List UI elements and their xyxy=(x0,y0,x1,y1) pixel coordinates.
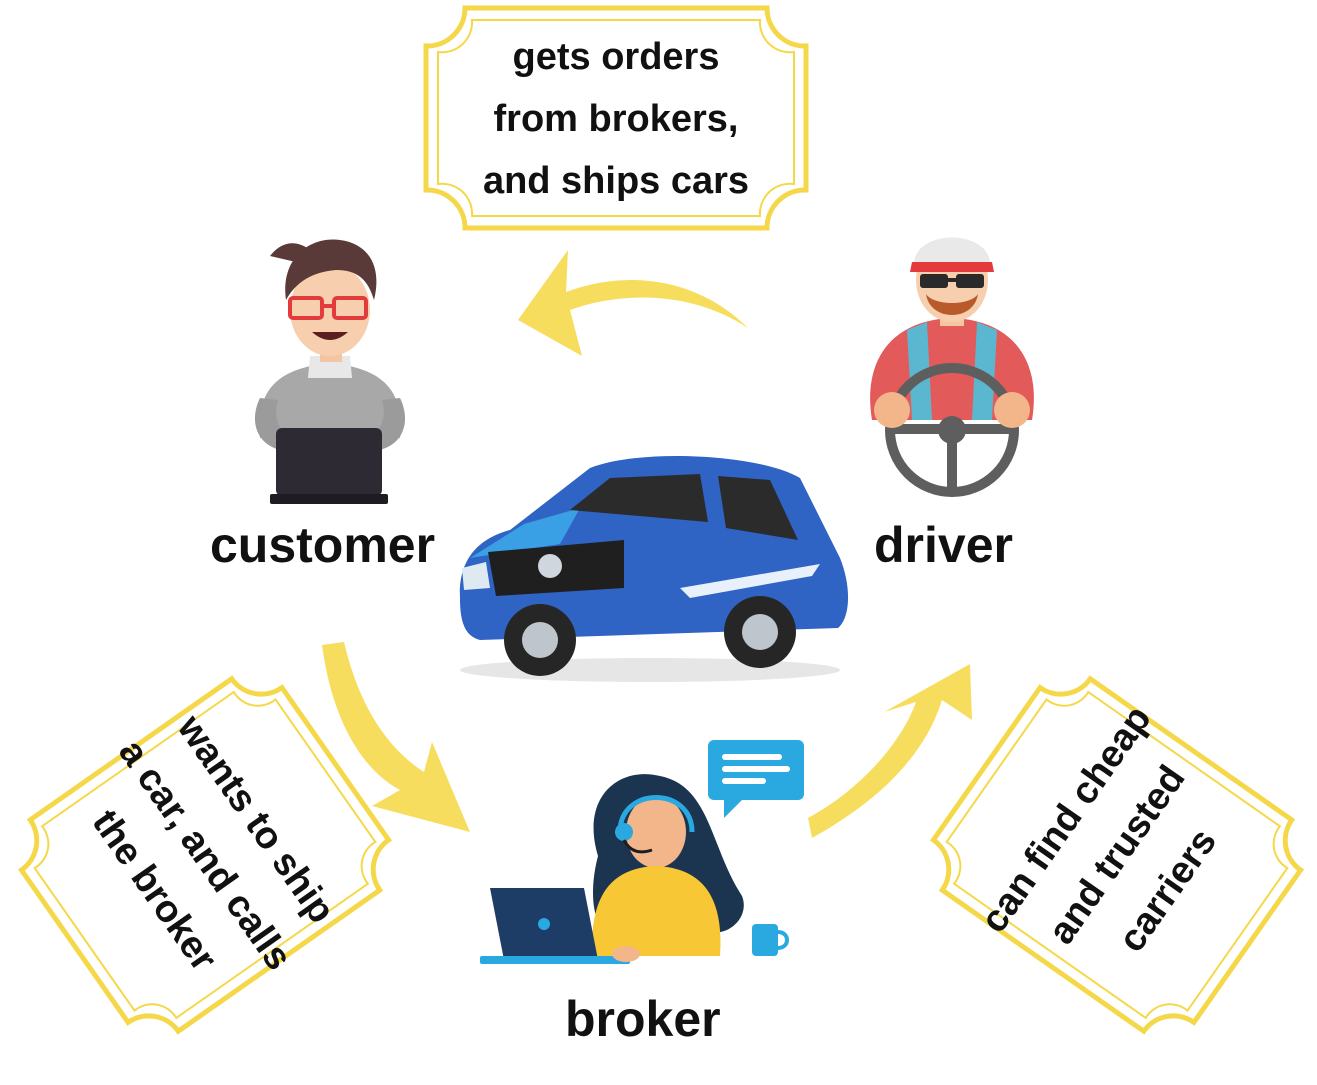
customer-icon xyxy=(254,239,406,504)
broker-icon xyxy=(480,740,804,964)
broker-label: broker xyxy=(565,991,721,1047)
broker-note-ticket: can find cheap and trusted carriers xyxy=(904,650,1317,1060)
arrow-broker-to-driver xyxy=(808,664,972,838)
car-icon xyxy=(459,455,849,682)
chat-bubble-icon xyxy=(708,740,804,818)
ticket-frame-icon xyxy=(929,675,1305,1035)
customer-label: customer xyxy=(210,517,436,573)
ticket-frame-icon xyxy=(17,675,393,1035)
driver-note-text: gets orders from brokers, and ships cars xyxy=(420,26,812,212)
arrow-driver-to-orders xyxy=(518,250,748,356)
mug-icon xyxy=(752,924,789,956)
driver-note-line-1: gets orders xyxy=(512,36,720,78)
customer-note-ticket: wants to ship a car, and calls the broke… xyxy=(0,650,418,1060)
driver-icon xyxy=(870,237,1034,497)
driver-note-line-3: and ships cars xyxy=(482,160,750,202)
driver-note-ticket: gets orders from brokers, and ships cars xyxy=(420,2,812,234)
arrow-customer-to-broker xyxy=(322,642,470,832)
driver-label: driver xyxy=(874,517,1013,573)
ticket-frame-icon xyxy=(423,5,809,231)
driver-note-line-2: from brokers, xyxy=(493,98,739,140)
